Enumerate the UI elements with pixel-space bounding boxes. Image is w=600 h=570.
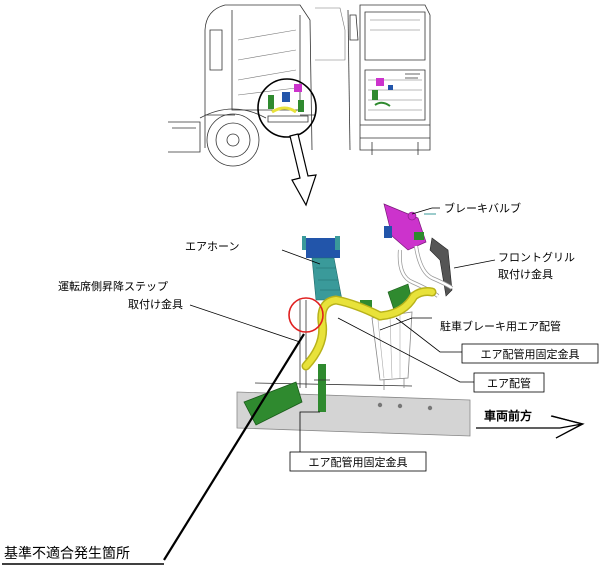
air-horn [302, 236, 343, 301]
vehicle-front-label: 車両前方 [484, 408, 532, 423]
truck-side-view [168, 4, 346, 207]
step-bracket-label-line1: 運転席側昇降ステップ [58, 279, 168, 293]
defect-pointer [163, 333, 305, 561]
defect-location-callout: 基準不適合発生箇所 [2, 545, 164, 565]
front-grill-label-line1: フロントグリル [498, 250, 575, 264]
step-bracket-label-line2: 取付け金具 [128, 297, 183, 311]
leader-lines [189, 207, 496, 455]
air-tank [371, 311, 413, 390]
air-pipe-label: エア配管 [487, 376, 531, 390]
truck-front-view [347, 4, 431, 155]
air-horn-label: エアホーン [185, 240, 239, 253]
front-grill-label-line2: 取付け金具 [498, 267, 553, 281]
assembly-detail [236, 203, 471, 437]
brake-valve-label: ブレーキバルブ [444, 201, 521, 215]
zoom-circle [257, 78, 317, 138]
front-grill-bracket [429, 237, 453, 297]
pipe-clamp-lower [318, 364, 326, 412]
defect-highlight [288, 297, 324, 333]
pipe-clamp-lower-callout: エア配管用固定金具 [289, 451, 427, 472]
pipe-clamp-lower-label: エア配管用固定金具 [309, 455, 408, 469]
pipe-clamp-upper-label: エア配管用固定金具 [481, 347, 580, 361]
parking-brake-pipe-label: 駐車ブレーキ用エア配管 [440, 319, 561, 333]
air-pipe-callout: エア配管 [473, 372, 545, 393]
defect-location-label: 基準不適合発生箇所 [4, 545, 130, 562]
hollow-down-arrow-icon [289, 133, 317, 207]
zoom-detail [267, 84, 309, 123]
brake-valve [383, 203, 436, 251]
pipe-clamp-upper-callout: エア配管用固定金具 [461, 343, 599, 364]
